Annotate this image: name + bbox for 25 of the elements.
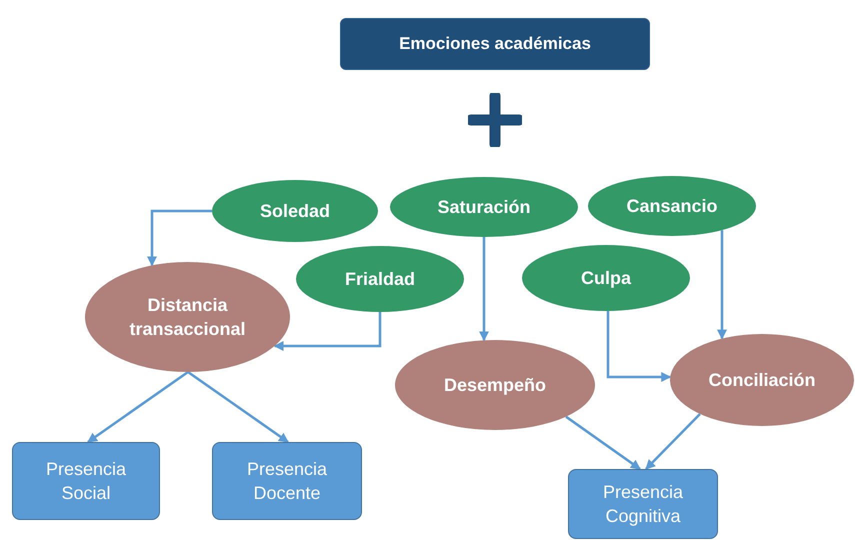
node-label: Distancia transaccional [128,294,247,341]
arrow [87,370,189,444]
node-label: Conciliación [708,368,816,392]
arrow [606,311,672,382]
node-label: Emociones académicas [399,32,591,55]
node-label: Presencia Cognitiva [602,480,684,528]
arrow [717,230,727,340]
node-label: Presencia Social [44,458,128,505]
process-box [340,18,650,70]
arrow [147,210,212,266]
arrow [479,237,489,342]
node-label: Presencia Docente [246,458,328,505]
arrow [274,312,382,351]
arrow [645,413,701,470]
node-label: Frialdad [344,268,415,291]
arrow [187,370,289,444]
node-label: Saturación [437,196,531,219]
node-label: Culpa [580,266,631,290]
arrow [565,416,641,470]
process-box [212,442,362,520]
node-label: Cansancio [626,194,718,218]
process-box [568,469,718,539]
node-label: Soledad [260,200,330,223]
node-label: Desempeño [444,374,546,397]
process-box [12,442,160,520]
